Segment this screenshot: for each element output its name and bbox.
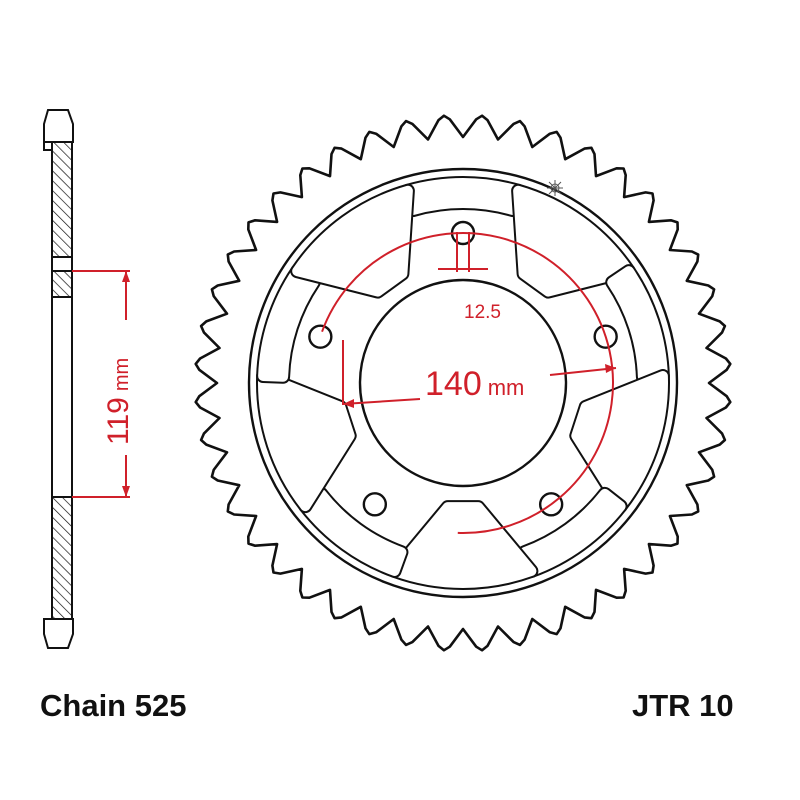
sprocket-teeth-outline [194,114,732,652]
lightening-window [389,502,537,588]
bolt-hole [538,492,564,517]
profile-step [43,142,52,151]
profile-bolt-gap [51,256,73,272]
chain-size-label: Chain 525 [40,688,187,723]
sprocket-logo-icon [547,180,563,196]
profile-bore [51,296,73,498]
arrow-right-icon [605,364,616,373]
bolt-hole [362,492,388,517]
hub-width-label: 119mm [102,358,135,445]
bolt-hole-label: 12.5 [464,302,501,323]
arrow-left-icon [343,399,354,408]
part-number-label: JTR 10 [632,688,734,723]
profile-hatch-hub-top [51,270,73,298]
bolt-hole [593,324,618,349]
pcd-line-left [342,398,421,405]
profile-hatch-bottom [51,496,73,620]
slot-window [402,178,524,215]
arrow-up-icon [122,271,130,282]
sprocket-front-view [194,114,732,652]
profile-tooth-bottom [43,618,74,649]
pcd-line-right [549,367,617,376]
inner-ring [247,167,679,599]
lightening-window [292,185,413,297]
side-profile-view [43,109,74,649]
center-hole [358,278,568,488]
profile-tooth-top [43,109,74,143]
bolt-hole [308,324,333,349]
dimension-annotations [72,232,617,534]
pcd-arc [321,232,614,534]
arrow-down-icon [122,486,130,497]
profile-hatch-top [51,141,73,258]
